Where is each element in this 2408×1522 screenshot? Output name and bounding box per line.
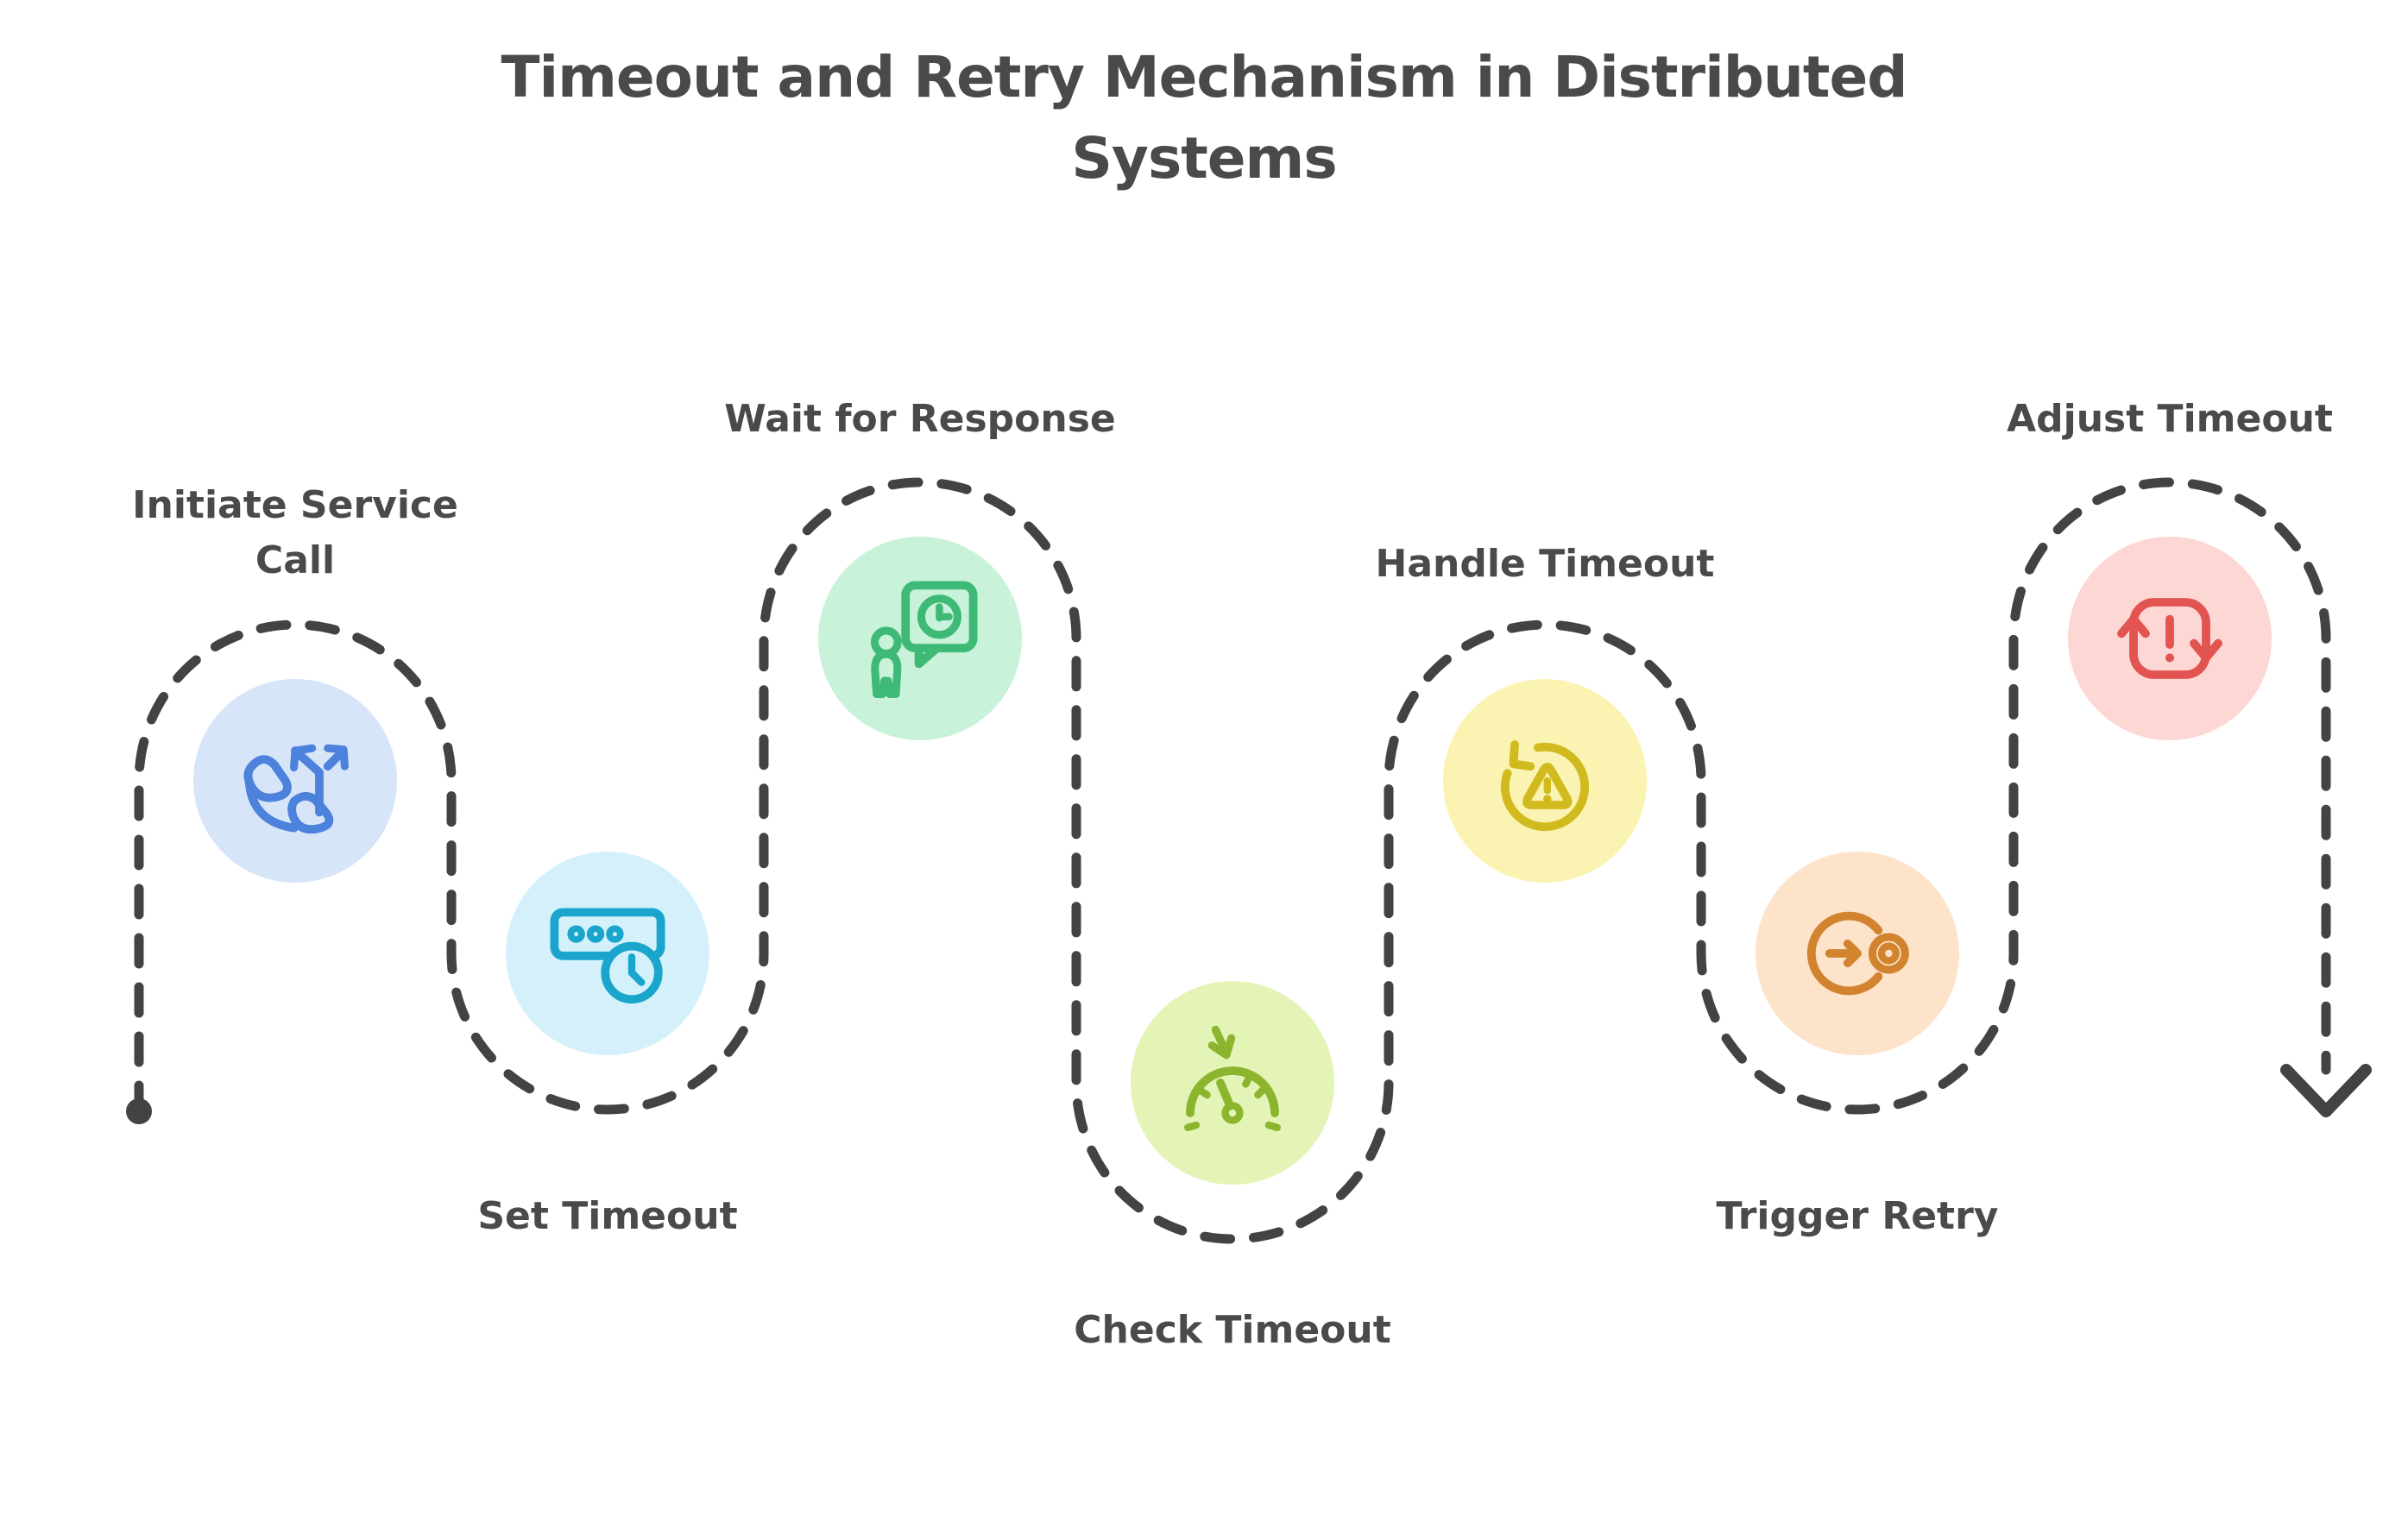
settings-clock-icon [550, 908, 665, 1004]
outgoing-call-icon [243, 744, 349, 834]
step-circle [1131, 981, 1334, 1185]
step-adjust-timeout: Adjust Timeout [2007, 397, 2333, 740]
step-label-line-1: Set Timeout [477, 1194, 737, 1238]
step-label-line-1: Handle Timeout [1376, 542, 1715, 586]
start-dot-icon [126, 1098, 152, 1124]
diagram-title-line-1: Timeout and Retry Mechanism in Distribut… [501, 44, 1907, 110]
step-circle [818, 537, 1022, 740]
step-set-timeout: Set Timeout [477, 852, 738, 1238]
person-message-clock-icon [870, 581, 978, 698]
warning-rotate-icon [1500, 740, 1590, 832]
step-label-line-2: Call [255, 538, 335, 582]
arrow-target-icon [1806, 911, 1909, 996]
exclamation-dot [1543, 795, 1552, 803]
end-arrow-icon [2280, 1064, 2372, 1117]
step-circle [193, 679, 397, 883]
gauge-arrow-icon [1183, 1025, 1281, 1131]
step-initiate-service-call: Initiate Service Call [132, 483, 458, 883]
step-trigger-retry: Trigger Retry [1717, 852, 1999, 1238]
step-label-line-1: Check Timeout [1074, 1308, 1391, 1352]
flow-path [134, 477, 2331, 1244]
step-label-line-1: Wait for Response [724, 397, 1115, 441]
exclamation-dot [2165, 653, 2175, 663]
step-check-timeout: Check Timeout [1074, 981, 1391, 1352]
step-label-line-1: Initiate Service [132, 483, 458, 527]
step-label-line-1: Adjust Timeout [2007, 397, 2333, 441]
step-handle-timeout: Handle Timeout [1376, 542, 1715, 883]
step-label-line-1: Trigger Retry [1717, 1194, 1999, 1238]
repeat-alert-icon [2117, 598, 2222, 679]
step-wait-for-response: Wait for Response [724, 397, 1116, 740]
diagram-title-line-2: Systems [1071, 125, 1336, 192]
